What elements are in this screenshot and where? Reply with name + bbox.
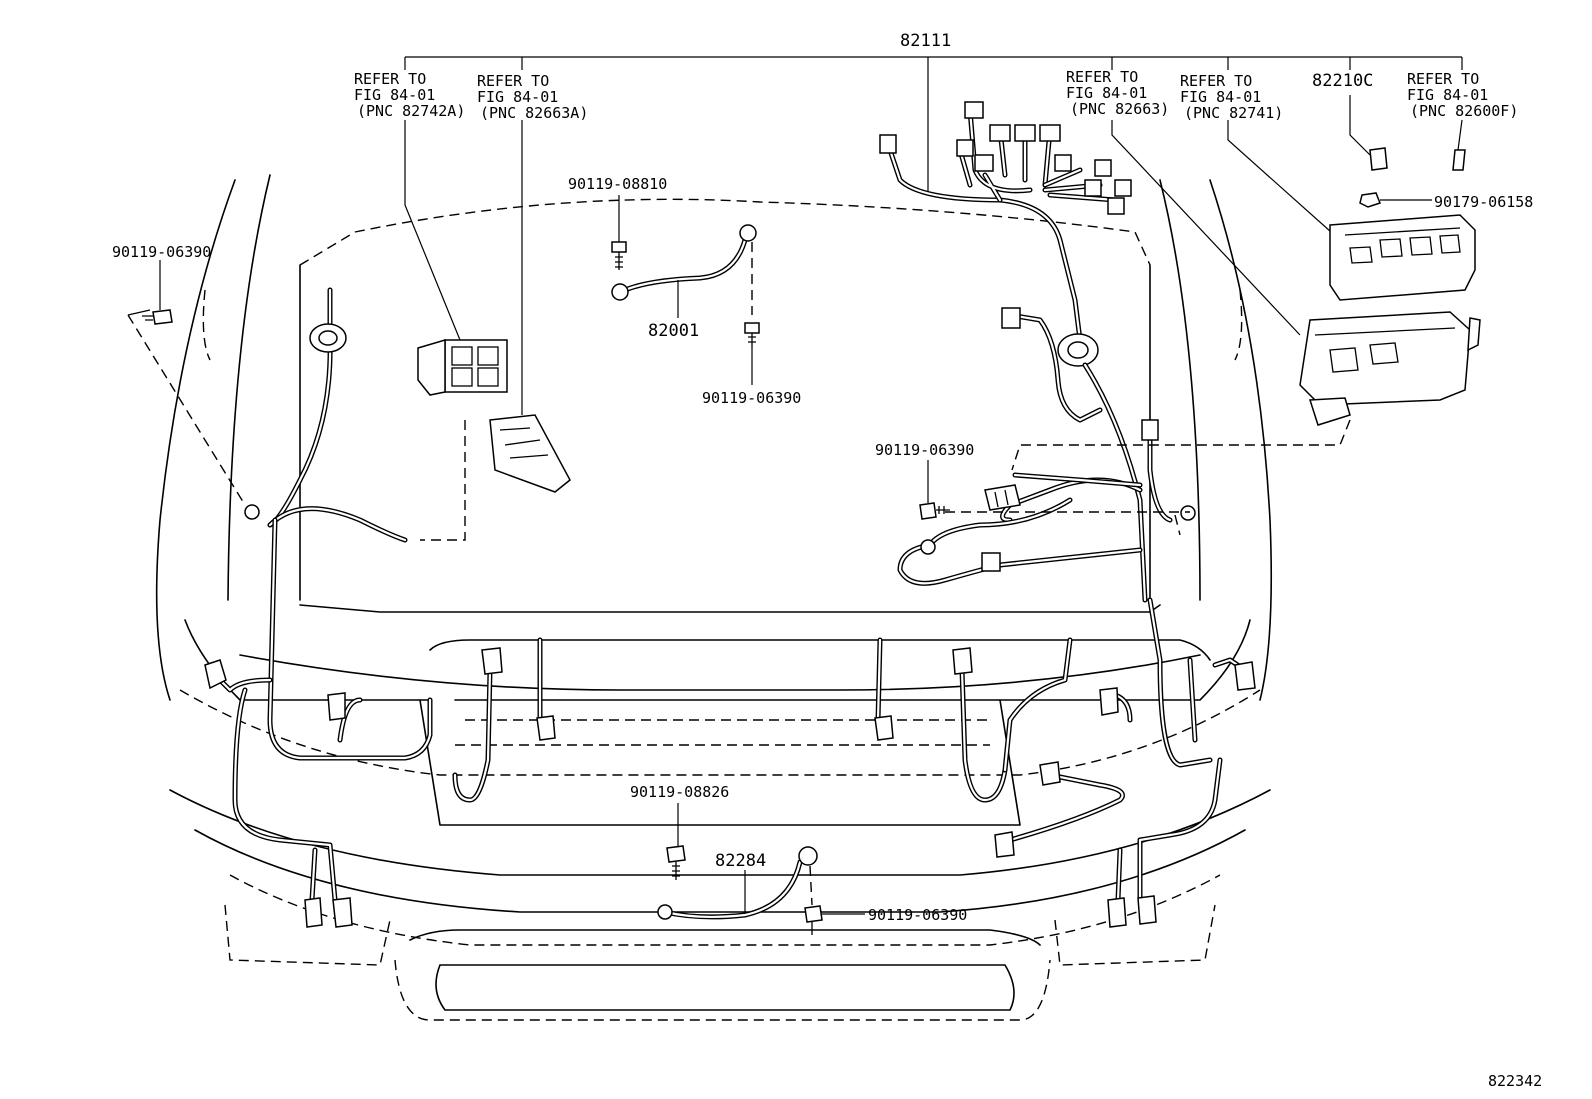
ref3-line1: REFER TO	[1066, 68, 1138, 86]
junction-box	[1111, 95, 1481, 426]
label-82284: 82284	[715, 851, 766, 871]
label-82001: 82001	[648, 321, 699, 341]
ground-strap-82001	[611, 195, 760, 385]
left-side-harness	[127, 287, 433, 928]
ref3-line2: FIG 84-01	[1066, 84, 1147, 102]
figure-id: 822342	[1488, 1072, 1542, 1090]
labels: 82111 REFER TO FIG 84-01 (PNC 82742A) RE…	[112, 31, 1542, 1090]
ref1-line3: (PNC 82742A)	[357, 102, 465, 120]
left-relay-block	[404, 120, 571, 541]
label-90119-06390-mid: 90119-06390	[702, 389, 801, 407]
label-90119-06390-right: 90119-06390	[875, 441, 974, 459]
right-main-harness	[879, 101, 1351, 928]
ref5-line1: REFER TO	[1407, 70, 1479, 88]
main-harness-bracket	[404, 56, 1463, 195]
ref4-line1: REFER TO	[1180, 72, 1252, 90]
front-connectors	[452, 637, 1073, 803]
ref5-line2: FIG 84-01	[1407, 86, 1488, 104]
ref4-line3: (PNC 82741)	[1184, 104, 1283, 122]
label-82210c: 82210C	[1312, 71, 1373, 91]
label-90179-06158: 90179-06158	[1434, 193, 1533, 211]
vehicle-body-outline	[155, 174, 1273, 1021]
label-90119-06390-left: 90119-06390	[112, 243, 211, 261]
ref2-line1: REFER TO	[477, 72, 549, 90]
ref1-line2: FIG 84-01	[354, 86, 435, 104]
ref5-line3: (PNC 82600F)	[1410, 102, 1518, 120]
ref1-line1: REFER TO	[354, 70, 426, 88]
ref2-line3: (PNC 82663A)	[480, 104, 588, 122]
label-90119-06390-bottom: 90119-06390	[868, 906, 967, 924]
ref4-line2: FIG 84-01	[1180, 88, 1261, 106]
bolts	[142, 260, 950, 935]
ref2-line2: FIG 84-01	[477, 88, 558, 106]
ref3-line3: (PNC 82663)	[1070, 100, 1169, 118]
label-82111: 82111	[900, 31, 951, 51]
label-90119-08810: 90119-08810	[568, 175, 667, 193]
label-90119-08826: 90119-08826	[630, 783, 729, 801]
